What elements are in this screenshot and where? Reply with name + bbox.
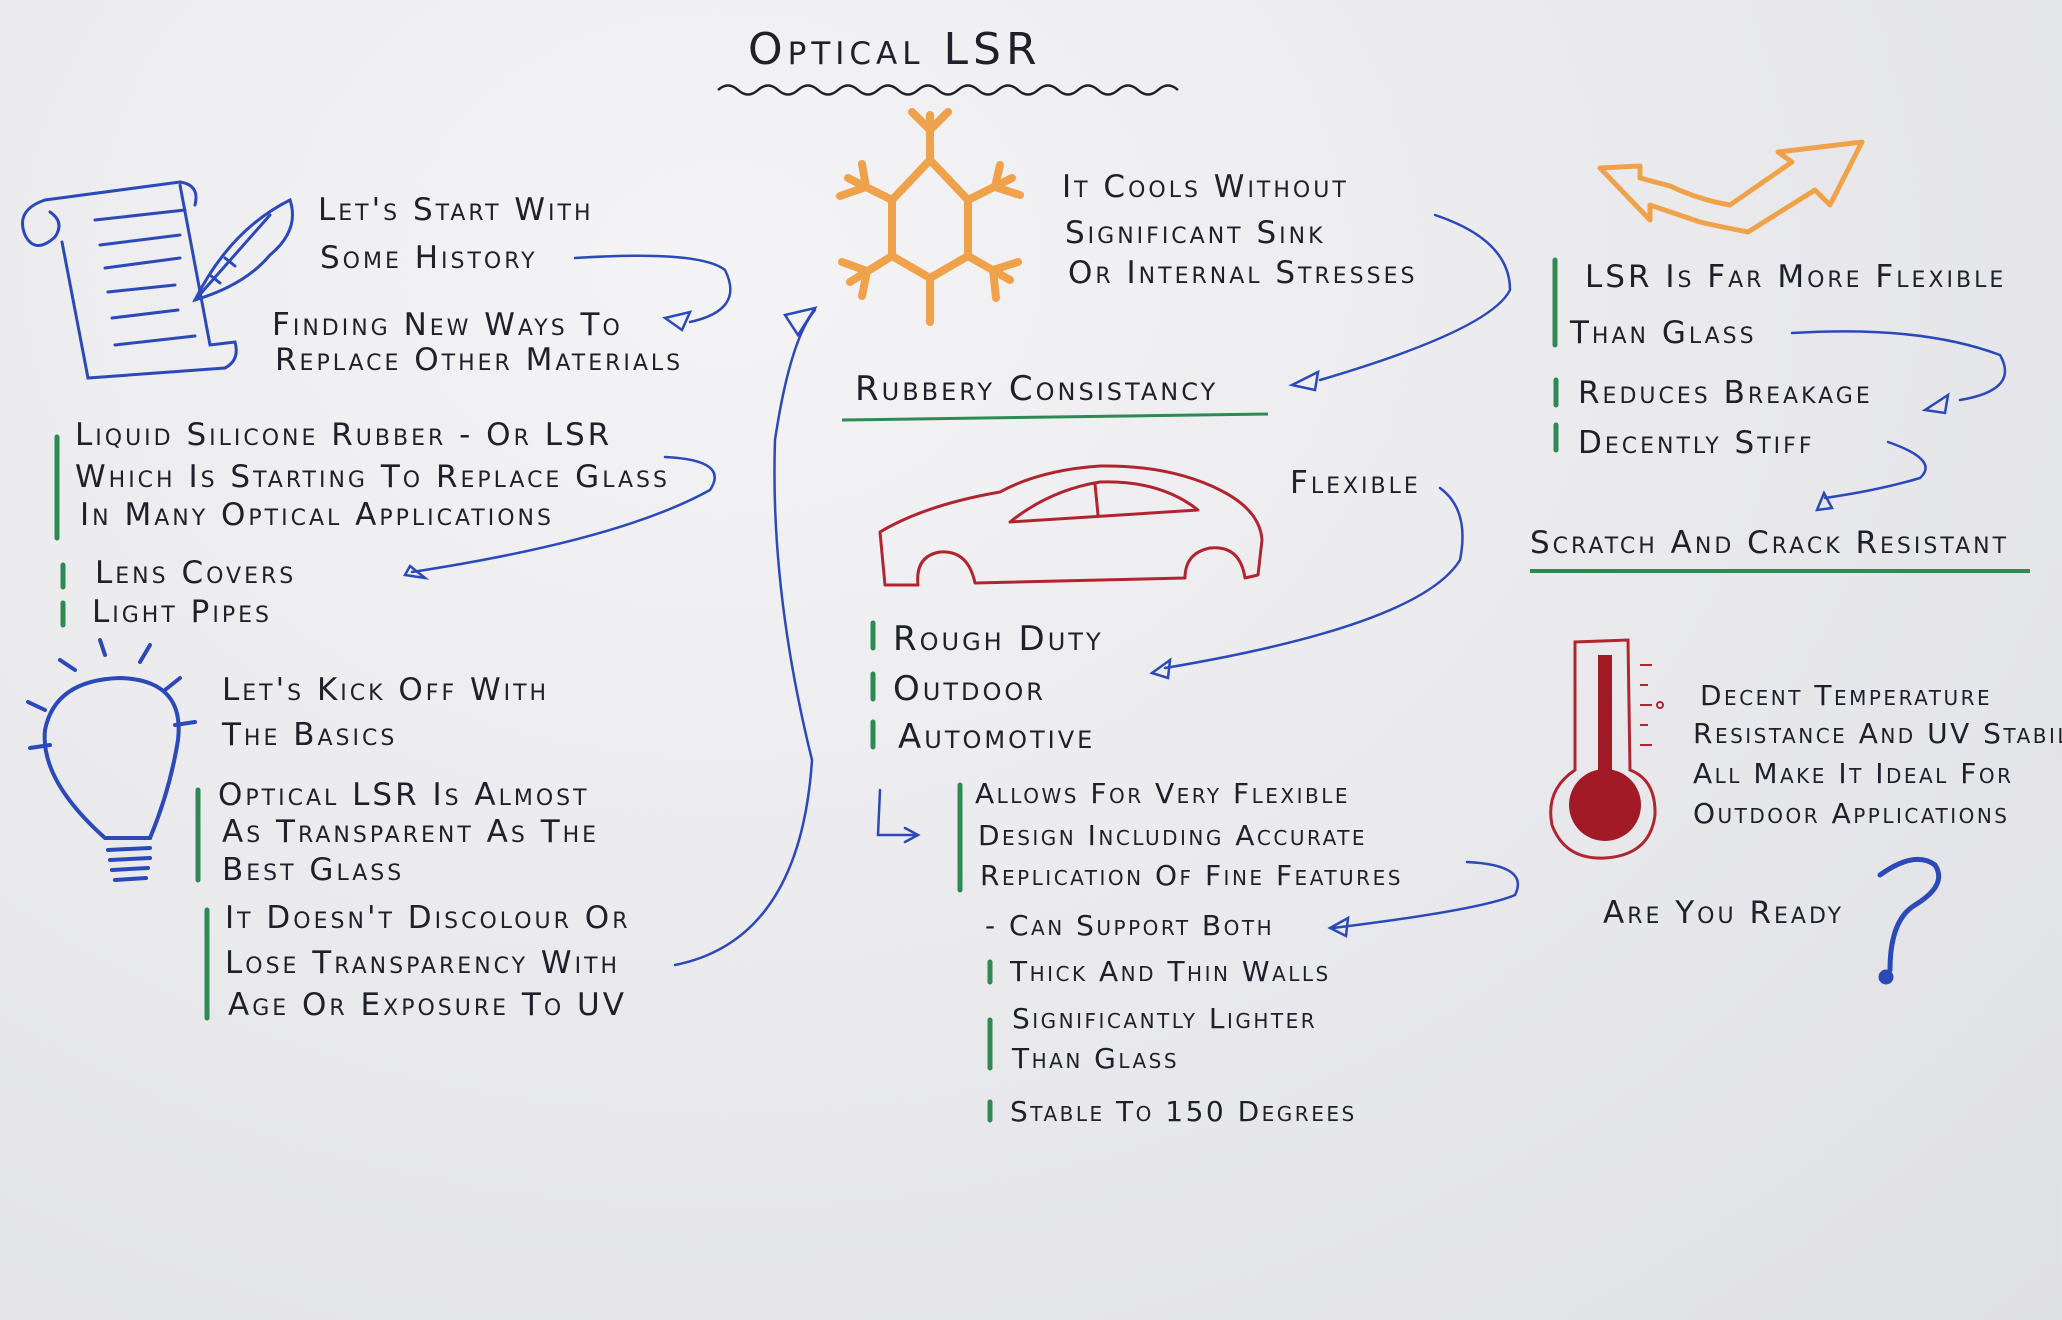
cooling-line-1: It Cools Without xyxy=(1062,169,1349,205)
temperature-line-1: Decent Temperature xyxy=(1700,679,1993,712)
quill-icon xyxy=(192,197,294,303)
connector-arrows xyxy=(403,213,2007,967)
page-title: Optical LSR xyxy=(748,24,1042,75)
basics-point1-line-1: Optical LSR Is Almost xyxy=(218,777,590,813)
thermometer-icon xyxy=(1549,638,1664,860)
car-flexible-label: Flexible xyxy=(1290,465,1421,501)
cooling-line-2: Significant Sink xyxy=(1065,215,1326,251)
lsr-bullet-light-pipes: Light Pipes xyxy=(92,594,272,630)
history-sub-1: Finding New Ways To xyxy=(272,307,623,343)
flex-bullet-stiff: Decently Stiff xyxy=(1578,425,1815,461)
stable-line: Stable To 150 Degrees xyxy=(1010,1095,1357,1128)
question-mark-glyph: ? xyxy=(2030,1290,2034,1291)
temperature-line-4: Outdoor Applications xyxy=(1693,797,2010,830)
scratch-crack-label: Scratch And Crack Resistant xyxy=(1530,528,2030,573)
lsr-intro-line-2: Which Is Starting To Replace Glass xyxy=(75,459,670,495)
temperature-line-2: Resistance And UV Stability xyxy=(1693,717,2062,750)
lsr-intro-line-3: In Many Optical Applications xyxy=(80,497,554,533)
basics-line-2: The Basics xyxy=(222,717,398,753)
green-bullets xyxy=(54,257,1559,1123)
light-bulb-icon xyxy=(26,638,197,882)
design-line-3: Replication Of Fine Features xyxy=(980,859,1403,892)
lighter-line-1: Significantly Lighter xyxy=(1012,1002,1318,1035)
history-line-1: Let's Start With xyxy=(318,192,594,228)
rubbery-consistancy-label: Rubbery Consistancy xyxy=(855,369,1219,409)
scroll-icon xyxy=(21,180,238,380)
design-line-1: Allows For Very Flexible xyxy=(975,777,1350,810)
car-icon xyxy=(878,464,1264,587)
basics-point1-line-2: As Transparent As The xyxy=(222,814,600,850)
rubbery-underline xyxy=(841,412,1269,422)
cooling-line-3: Or Internal Stresses xyxy=(1068,255,1418,291)
title-underline xyxy=(717,84,1179,96)
lsr-intro-line-1: Liquid Silicone Rubber - Or LSR xyxy=(75,417,613,453)
snowflake-icon xyxy=(836,108,1024,326)
car-bullet-outdoor: Outdoor xyxy=(893,669,1046,709)
history-sub-2: Replace Other Materials xyxy=(275,342,684,378)
car-bullet-automotive: Automotive xyxy=(898,717,1096,757)
car-bullet-rough-duty: Rough Duty xyxy=(893,619,1104,659)
flex-bullet-breakage: Reduces Breakage xyxy=(1578,375,1873,411)
basics-point1-line-3: Best Glass xyxy=(222,852,405,888)
flex-line-2: Than Glass xyxy=(1570,315,1757,351)
basics-line-1: Let's Kick Off With xyxy=(222,672,550,708)
question-mark xyxy=(1877,856,1942,985)
basics-point2-line-3: Age Or Exposure To UV xyxy=(228,987,627,1023)
basics-point2-line-2: Lose Transparency With xyxy=(225,945,621,981)
up-arrow-icon xyxy=(1597,139,1865,235)
walls-line: Thick And Thin Walls xyxy=(1010,955,1331,988)
temperature-line-3: All Make It Ideal For xyxy=(1693,757,2014,790)
are-you-ready-text: Are You Ready xyxy=(1603,895,1845,931)
support-line: - Can Support Both xyxy=(985,909,1275,942)
design-line-2: Design Including Accurate xyxy=(978,819,1368,852)
history-line-2: Some History xyxy=(320,240,538,276)
lighter-line-2: Than Glass xyxy=(1012,1042,1180,1075)
flex-line-1: LSR Is Far More Flexible xyxy=(1585,259,2007,295)
basics-point2-line-1: It Doesn't Discolour Or xyxy=(225,900,631,936)
lsr-bullet-lens-covers: Lens Covers xyxy=(95,555,297,591)
